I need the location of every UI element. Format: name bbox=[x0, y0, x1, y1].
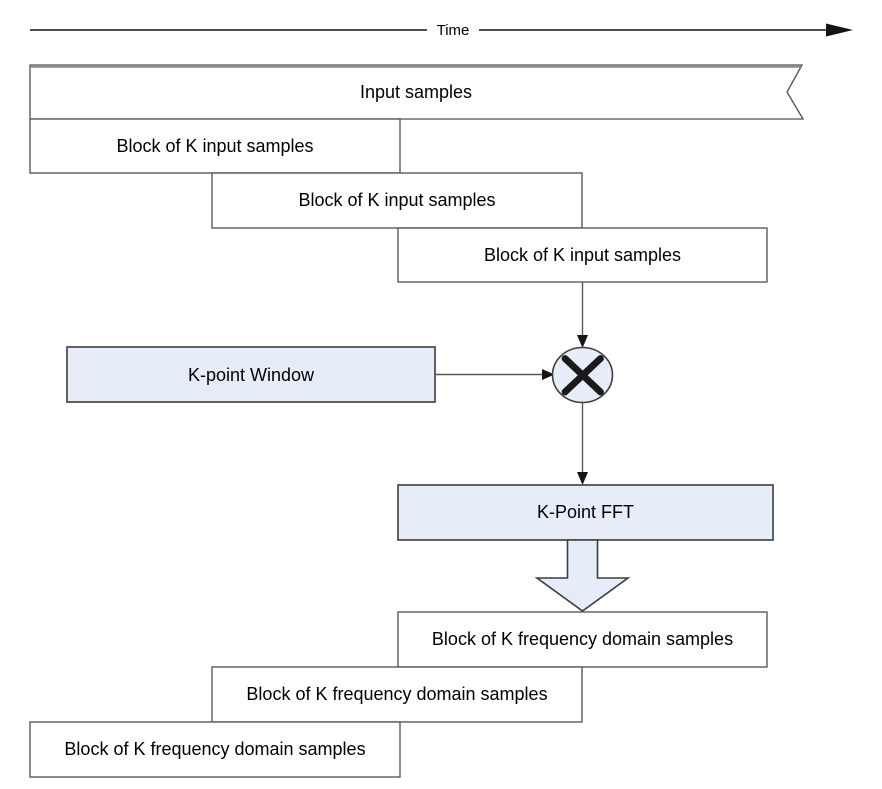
input-samples-label: Input samples bbox=[360, 82, 472, 102]
input-block-2-label: Block of K input samples bbox=[298, 190, 495, 210]
down-arrowhead-icon bbox=[577, 335, 588, 348]
right-arrowhead-icon bbox=[542, 369, 555, 380]
input-block-3-box bbox=[397, 227, 768, 283]
output-block-2: Block of K frequency domain samples bbox=[211, 666, 583, 723]
output-block-3-box bbox=[29, 721, 401, 778]
input-block-2-box bbox=[211, 172, 583, 229]
output-block-2-label: Block of K frequency domain samples bbox=[246, 684, 547, 704]
time-axis: Time bbox=[30, 20, 853, 40]
output-block-3: Block of K frequency domain samples bbox=[29, 721, 401, 778]
input-block-1-box bbox=[29, 118, 401, 174]
input-samples-stream: Input samples bbox=[29, 64, 805, 120]
output-block-1-label: Block of K frequency domain samples bbox=[432, 629, 733, 649]
block-down-arrow-icon bbox=[534, 539, 631, 612]
window-label: K-point Window bbox=[188, 365, 315, 385]
fft-stage: K-Point FFT bbox=[397, 484, 774, 541]
multiply-icon bbox=[561, 355, 604, 396]
input-block-1: Block of K input samples bbox=[29, 118, 401, 174]
fft-label: K-Point FFT bbox=[537, 502, 634, 522]
fft-box bbox=[397, 484, 774, 541]
connector-multiplier-to-fft bbox=[577, 402, 588, 485]
connector-block-to-multiplier bbox=[577, 282, 588, 348]
input-block-1-label: Block of K input samples bbox=[116, 136, 313, 156]
output-block-1: Block of K frequency domain samples bbox=[397, 611, 768, 668]
connector-window-to-multiplier bbox=[435, 369, 555, 380]
input-block-3: Block of K input samples bbox=[397, 227, 768, 283]
window-box bbox=[66, 346, 436, 403]
window-function: K-point Window bbox=[66, 346, 436, 403]
time-axis-label: Time bbox=[437, 22, 470, 39]
output-block-1-box bbox=[397, 611, 768, 668]
input-block-2: Block of K input samples bbox=[211, 172, 583, 229]
down-arrowhead-icon bbox=[577, 472, 588, 485]
time-axis-arrowhead-icon bbox=[826, 23, 853, 37]
time-label-backing bbox=[427, 20, 479, 40]
output-block-3-label: Block of K frequency domain samples bbox=[64, 739, 365, 759]
output-block-2-box bbox=[211, 666, 583, 723]
input-block-3-label: Block of K input samples bbox=[484, 245, 681, 265]
multiplier-node bbox=[551, 346, 614, 404]
